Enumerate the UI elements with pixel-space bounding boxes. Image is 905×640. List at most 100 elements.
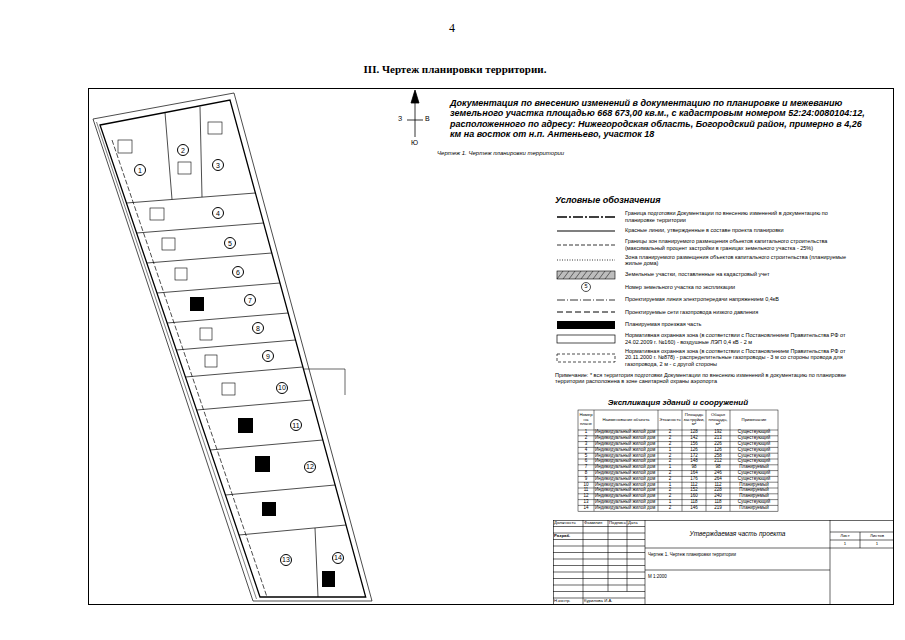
legend-text: Планируемая проезжая часть — [625, 321, 859, 328]
title-block-line — [553, 578, 645, 579]
title-block-line — [830, 520, 831, 605]
legend-heading: Условные обозначения — [555, 195, 775, 205]
planned-roadway-block — [190, 297, 204, 311]
title-block-frame — [554, 521, 894, 605]
table-cell: 2 — [579, 436, 593, 442]
table-column-line — [594, 410, 595, 511]
table-cell: Существующий — [731, 442, 777, 448]
table-cell: 2 — [659, 430, 681, 436]
table-cell: Индивидуальный жилой дом — [595, 453, 657, 459]
table-cell: 1 — [659, 465, 681, 471]
parcel-number: 4 — [212, 207, 224, 219]
title-block-line — [553, 546, 645, 547]
house-outline — [222, 383, 235, 395]
table-cell: 219 — [707, 505, 729, 511]
table-cell: 9 — [579, 476, 593, 482]
callout-number: 12 — [306, 463, 314, 470]
parcel-number: 2 — [177, 144, 189, 156]
table-cell: Существующий — [731, 500, 777, 506]
house-outline — [205, 355, 217, 367]
title-block-line — [627, 520, 628, 592]
table-cell: 126 — [707, 447, 729, 453]
table-cell: 2 — [659, 505, 681, 511]
legend-hatch-line — [575, 271, 581, 279]
table-cell: 112 — [683, 482, 705, 488]
table-cell: Планируемый — [731, 505, 777, 511]
title-block-line — [553, 585, 645, 586]
table-cell: 148 — [683, 459, 705, 465]
title-block-line — [645, 548, 894, 549]
legend-row: Красные линии, утвержденные в составе пр… — [555, 226, 860, 236]
planned-roadway-block — [255, 456, 270, 472]
page-number: 4 — [437, 22, 467, 36]
drawing-title: Документация по внесению изменений в док… — [450, 98, 865, 139]
house-outline — [118, 140, 132, 153]
house-outline — [200, 328, 212, 340]
table-cell: Планируемый — [731, 482, 777, 488]
table-cell: Индивидуальный жилой дом — [595, 436, 657, 442]
parcel-number: 5 — [224, 237, 236, 249]
stamp-text: Подпись — [609, 521, 626, 526]
legend-row: Граница подготовки Документации по внесе… — [555, 210, 860, 223]
table-cell: Планируемый — [731, 488, 777, 494]
table-cell: Индивидуальный жилой дом — [595, 500, 657, 506]
table-cell: Индивидуальный жилой дом — [595, 465, 657, 471]
table-cell: 142 — [683, 436, 705, 442]
title-block-line — [553, 565, 645, 566]
table-column-line — [658, 410, 659, 511]
legend-hatch-line — [581, 271, 587, 279]
table-cell: 1 — [659, 500, 681, 506]
legend-row: Нормативная охранная зона (в соответстви… — [555, 332, 860, 345]
legend-hatch-line — [605, 271, 611, 279]
table-cell: 3 — [579, 442, 593, 448]
parcel-number: 11 — [290, 419, 302, 431]
table-cell: 6 — [579, 459, 593, 465]
title-block-line — [553, 591, 645, 592]
legend-hatch-line — [593, 271, 599, 279]
legend-text: Проектируемая линия электропередачи напр… — [625, 296, 859, 303]
table-cell: 156 — [683, 442, 705, 448]
legend-line-sample — [557, 260, 615, 261]
table-cell: 4 — [579, 447, 593, 453]
table-column-line — [730, 410, 731, 511]
table-cell: 192 — [707, 430, 729, 436]
table-cell: 152 — [683, 488, 705, 494]
legend-sample — [555, 270, 619, 280]
table-header: Примечание — [730, 410, 778, 430]
planned-roadway-block — [322, 571, 335, 587]
parcel-divider — [200, 107, 202, 197]
parcel-divider — [167, 313, 288, 323]
table-cell: Существующий — [731, 436, 777, 442]
legend-hatch-line — [563, 271, 569, 279]
table-cell: 1 — [579, 430, 593, 436]
table-heading: Экспликация зданий и сооружений — [578, 398, 778, 407]
legend-row: Проектируемая линия электропередачи напр… — [555, 295, 860, 305]
table-cell: 1 — [659, 447, 681, 453]
plot-boundary — [100, 100, 366, 597]
callout-number: 3 — [216, 162, 220, 169]
callout-number: 14 — [334, 554, 342, 561]
table-cell: 10 — [579, 482, 593, 488]
table-cell: Существующий — [731, 471, 777, 477]
table-cell: 11 — [579, 488, 593, 494]
stamp-text: Утверждаемая часть проекта — [645, 530, 830, 537]
legend-sample — [555, 226, 619, 236]
table-header: Площадь застройки, м² — [682, 410, 706, 430]
planned-roadway-block — [262, 502, 276, 516]
table-cell: 213 — [707, 436, 729, 442]
stamp-text: Дата — [628, 521, 644, 526]
title-block-line — [830, 540, 894, 541]
table-cell: 2 — [659, 494, 681, 500]
table-cell: Индивидуальный жилой дом — [595, 459, 657, 465]
table-cell: 1 — [659, 482, 681, 488]
table-cell: Индивидуальный жилой дом — [595, 471, 657, 477]
table-cell: 98 — [683, 465, 705, 471]
legend-hatch-line — [569, 271, 575, 279]
house-outline — [208, 122, 222, 134]
table-header: Общая площадь, м² — [706, 410, 730, 430]
title-block-line — [553, 552, 645, 553]
callout-number: 6 — [236, 269, 240, 276]
site-plan — [93, 93, 372, 601]
parcel-divider — [225, 485, 335, 495]
table-cell: Существующий — [731, 476, 777, 482]
